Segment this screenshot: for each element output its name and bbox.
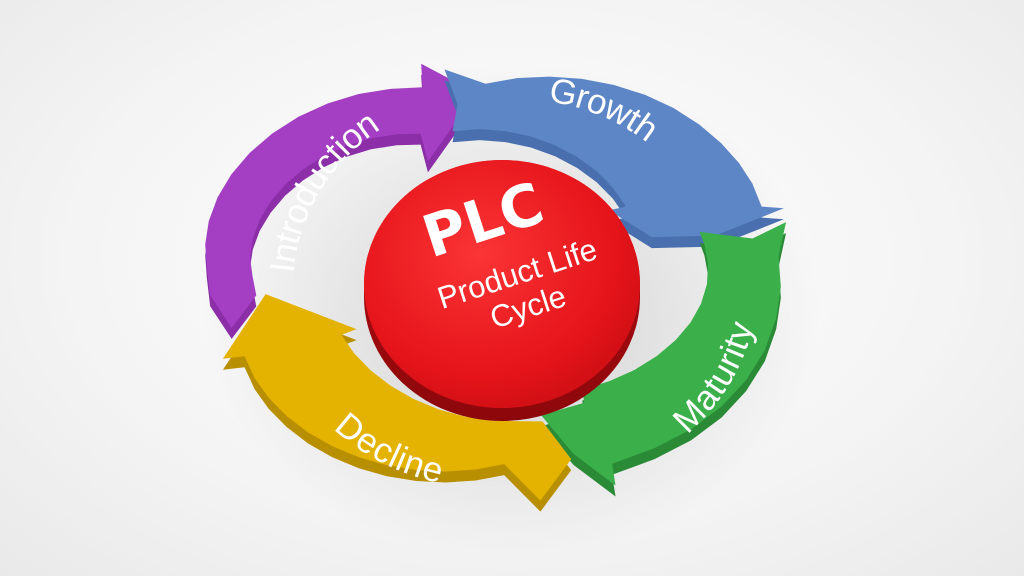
stage-maturity-arrow (541, 222, 787, 497)
center-hub (364, 160, 640, 421)
stage-introduction-arrow (205, 63, 477, 339)
stage-decline-arrow (222, 294, 572, 512)
stage-growth-arrow (444, 69, 784, 249)
